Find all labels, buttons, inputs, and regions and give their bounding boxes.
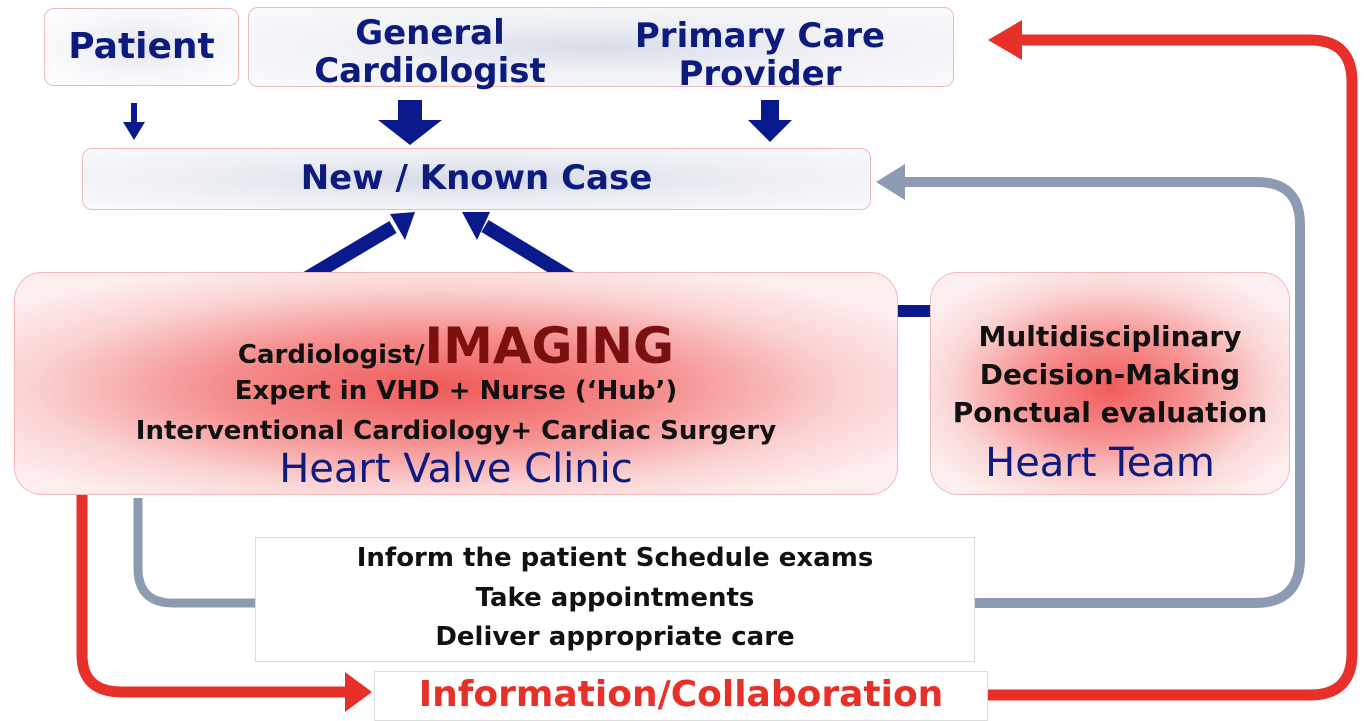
red-clinic-to-collaboration-arrow — [76, 495, 352, 698]
heart-valve-clinic-box — [14, 272, 898, 495]
clinic-line2: Expert in VHD + Nurse (‘Hub’) — [234, 376, 678, 406]
case-box — [82, 148, 871, 210]
primary-care-provider-line2: Provider — [678, 54, 842, 94]
case-label: New / Known Case — [300, 158, 653, 198]
general-cardiologist-label: General Cardiologist — [280, 14, 580, 90]
clinic-imaging-emphasis: IMAGING — [424, 317, 675, 375]
team-line2: Decision-Making — [979, 358, 1241, 391]
gray-actions-to-case-loop-arrow — [875, 177, 1305, 608]
general-cardiologist-line2: Cardiologist — [314, 51, 546, 91]
actions-line3: Deliver appropriate care — [435, 622, 795, 652]
patient-down-arrow — [123, 103, 145, 140]
team-line3: Ponctual evaluation — [952, 396, 1268, 429]
clinic-line1-prefix: Cardiologist/ — [237, 340, 425, 370]
actions-line2: Take appointments — [475, 583, 755, 613]
collaboration-box — [374, 671, 988, 721]
collaboration-label: Information/Collaboration — [418, 674, 944, 715]
red-feedback-loop-arrow — [988, 34, 1358, 701]
referrers-box — [248, 7, 954, 87]
primary-care-provider-label: Primary Care Provider — [600, 17, 920, 93]
heart-team-box — [930, 272, 1290, 495]
patient-box — [44, 8, 239, 86]
cardiologist-down-arrow — [378, 100, 442, 145]
primary-care-provider-line1: Primary Care — [634, 16, 886, 56]
general-cardiologist-line1: General — [355, 13, 505, 53]
gray-actions-to-case-loop-arrowhead — [876, 164, 905, 200]
clinic-line3: Interventional Cardiology+ Cardiac Surge… — [135, 416, 777, 446]
actions-line1: Inform the patient Schedule exams — [356, 543, 874, 573]
team-line1: Multidisciplinary — [978, 320, 1242, 353]
primary-care-down-arrow — [748, 100, 792, 142]
actions-box — [255, 537, 975, 662]
red-clinic-to-collaboration-arrowhead — [345, 672, 372, 712]
patient-label: Patient — [68, 26, 215, 67]
heart-team-title: Heart Team — [985, 440, 1215, 486]
heart-valve-clinic-title: Heart Valve Clinic — [279, 446, 633, 492]
red-feedback-loop-arrowhead — [988, 20, 1022, 60]
clinic-line1: Cardiologist/IMAGING — [14, 318, 898, 374]
gray-clinic-to-actions-arrow — [133, 498, 280, 608]
